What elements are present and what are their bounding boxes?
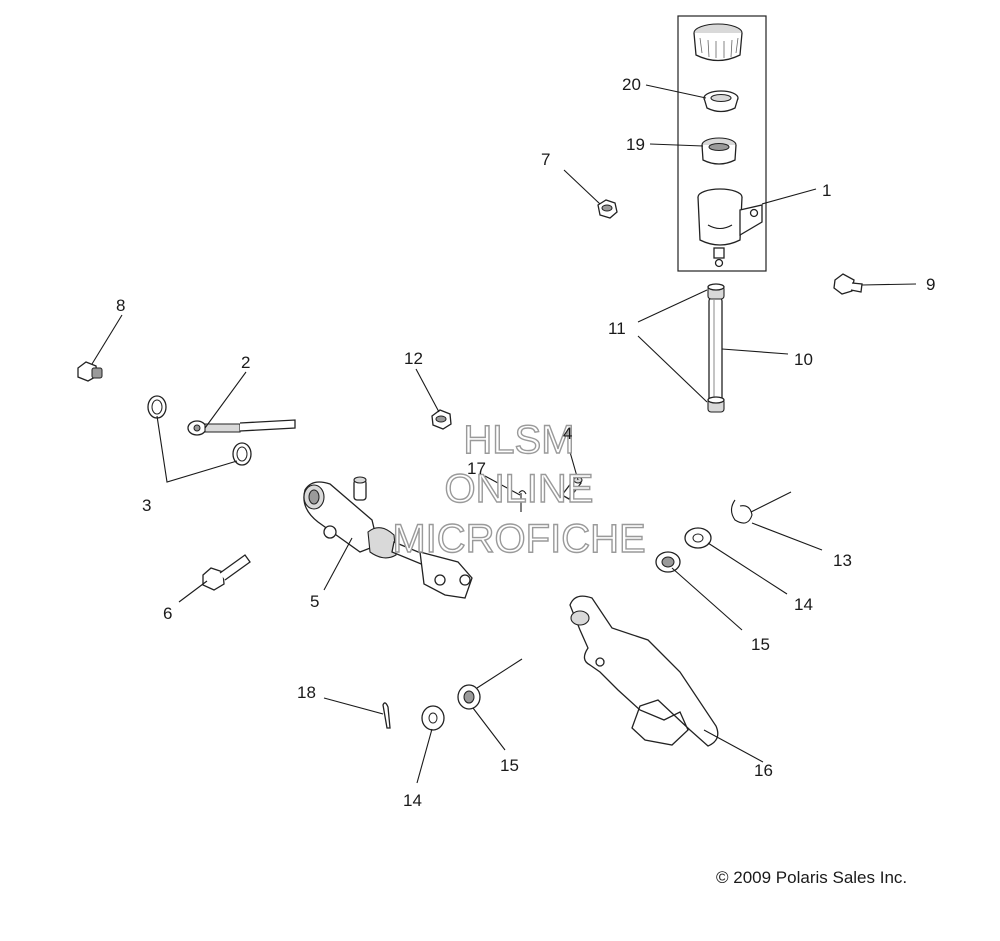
- brake-line-2[interactable]: [187, 419, 296, 436]
- callout-15-bottom: 15: [500, 756, 519, 775]
- washer-14-right[interactable]: [684, 527, 712, 549]
- reservoir-body[interactable]: [697, 188, 763, 268]
- callout-labels: 1 2 3 4 5 6 7 8 9 10 11 12 13 14 14 15 1…: [116, 75, 935, 810]
- callout-5: 5: [310, 592, 319, 611]
- callout-7: 7: [541, 150, 550, 169]
- callout-3: 3: [142, 496, 151, 515]
- washer-14-bottom[interactable]: [421, 705, 445, 731]
- leader-lines: [91, 84, 917, 784]
- callout-4: 4: [563, 424, 572, 443]
- spring-clip-13[interactable]: [730, 499, 753, 524]
- watermark-line-3: MICROFICHE: [392, 517, 645, 561]
- watermark-line-2: ONLINE: [445, 467, 594, 511]
- callout-18: 18: [297, 683, 316, 702]
- nut-12[interactable]: [431, 409, 452, 430]
- nut-7[interactable]: [597, 199, 618, 219]
- bushing-15-bottom[interactable]: [457, 684, 481, 710]
- callout-6: 6: [163, 604, 172, 623]
- callout-14-right: 14: [794, 595, 813, 614]
- bushing-11-bottom[interactable]: [707, 396, 725, 413]
- callout-9: 9: [926, 275, 935, 294]
- callout-10: 10: [794, 350, 813, 369]
- washer-3-a[interactable]: [147, 395, 167, 419]
- callout-1: 1: [822, 181, 831, 200]
- reservoir-cap[interactable]: [693, 23, 743, 62]
- callout-15-right: 15: [751, 635, 770, 654]
- reservoir-assembly-box: [677, 15, 767, 272]
- bushing-15-right[interactable]: [655, 551, 681, 573]
- pin-10[interactable]: [708, 297, 723, 405]
- bushing-11-top[interactable]: [707, 283, 725, 300]
- seal-plate[interactable]: [701, 137, 737, 165]
- callout-2: 2: [241, 353, 250, 372]
- callout-11: 11: [608, 319, 626, 338]
- brake-pedal-16[interactable]: [569, 595, 719, 747]
- callout-16: 16: [754, 761, 773, 780]
- washer-3-b[interactable]: [232, 442, 252, 466]
- callout-12: 12: [404, 349, 423, 368]
- watermark-line-1: HLSM: [463, 418, 574, 462]
- callout-20: 20: [622, 75, 641, 94]
- bolt-6[interactable]: [202, 554, 251, 591]
- callout-14-bottom: 14: [403, 791, 422, 810]
- bolt-9[interactable]: [833, 273, 863, 295]
- cotter-pin-17[interactable]: [518, 490, 527, 512]
- watermark: HLSM ONLINE MICROFICHE: [392, 417, 647, 561]
- copyright-notice: © 2009 Polaris Sales Inc.: [716, 868, 908, 887]
- callout-17: 17: [467, 459, 486, 478]
- callout-19: 19: [626, 135, 645, 154]
- cotter-pin-18[interactable]: [382, 702, 391, 729]
- callout-8: 8: [116, 296, 125, 315]
- banjo-bolt-8[interactable]: [77, 361, 103, 382]
- callout-13: 13: [833, 551, 852, 570]
- master-cylinder-5[interactable]: [303, 476, 473, 599]
- diaphragm[interactable]: [703, 90, 739, 113]
